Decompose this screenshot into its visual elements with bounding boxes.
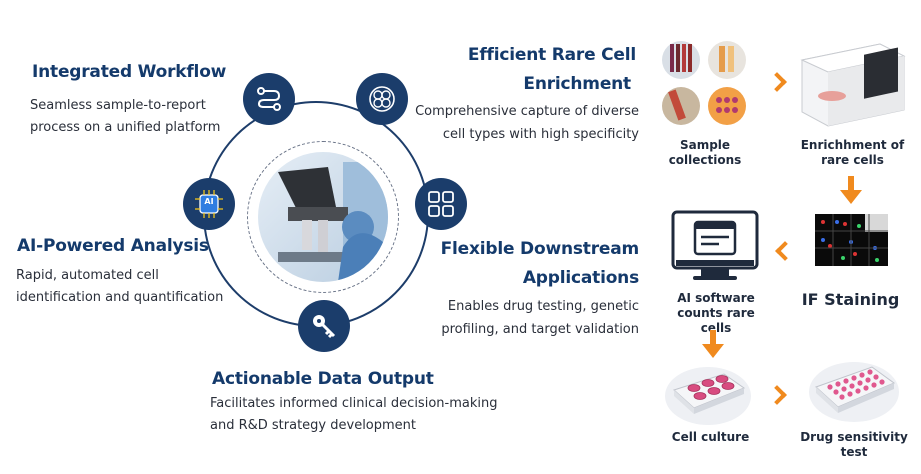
grid-apps-icon bbox=[428, 191, 454, 217]
ai-analysis-desc-2: identification and quantification bbox=[16, 290, 224, 305]
if-staining-image bbox=[815, 214, 888, 266]
ai-analysis-desc-1: Rapid, automated cell bbox=[16, 268, 159, 283]
integrated-workflow-desc-1: Seamless sample-to-report bbox=[30, 98, 206, 113]
cell-icon-node bbox=[356, 73, 408, 125]
enrichment-desc-2: cell types with high specificity bbox=[442, 127, 639, 142]
cell-cluster-icon bbox=[369, 86, 395, 112]
arrow-down-1 bbox=[840, 176, 862, 204]
data-output-desc-2: and R&D strategy development bbox=[210, 418, 417, 433]
workflow-path-icon bbox=[257, 87, 281, 111]
arrow-down-2 bbox=[702, 330, 724, 358]
ai-software-label: AI software counts rare cells bbox=[660, 291, 772, 336]
apps-icon-node bbox=[415, 178, 467, 230]
cell-culture-label: Cell culture bbox=[671, 430, 750, 444]
microscope-photo bbox=[258, 152, 388, 282]
key-icon-node bbox=[298, 300, 350, 352]
workflow-icon-node bbox=[243, 73, 295, 125]
drug-label-line2: test bbox=[840, 445, 868, 459]
cell-culture-plate-image bbox=[664, 362, 752, 426]
ai-software-line1: AI software bbox=[677, 291, 755, 305]
enrichment-title-2: Enrichment bbox=[523, 74, 631, 94]
enrich-label-line1: Enrichhment of bbox=[800, 138, 905, 152]
data-output-desc-1: Facilitates informed clinical decision-m… bbox=[210, 396, 498, 411]
ai-chip-label: AI bbox=[204, 197, 214, 206]
if-staining-label: IF Staining bbox=[801, 290, 900, 309]
integrated-workflow-desc-2: process on a unified platform bbox=[30, 120, 221, 135]
arrow-right-1 bbox=[767, 72, 787, 92]
enrichment-label: Enrichhment of rare cells bbox=[800, 138, 905, 168]
enrichment-title-1: Efficient Rare Cell bbox=[467, 45, 636, 65]
arrow-left bbox=[775, 241, 795, 261]
downstream-desc-2: profiling, and target validation bbox=[441, 322, 639, 337]
downstream-desc-1: Enables drug testing, genetic bbox=[447, 299, 639, 314]
sample-collections-image bbox=[661, 38, 749, 130]
drug-sensitivity-plate-image bbox=[808, 357, 900, 423]
ai-software-line2: counts rare cells bbox=[677, 306, 755, 335]
key-icon bbox=[313, 315, 336, 339]
ai-software-monitor bbox=[671, 210, 759, 286]
center-dashed-ring bbox=[247, 141, 399, 293]
sample-collections-label: Sample collections bbox=[660, 138, 750, 168]
sample-label-line2: collections bbox=[668, 153, 742, 167]
sample-label-line1: Sample bbox=[679, 138, 731, 152]
enrichment-machine-image bbox=[792, 38, 910, 128]
arrow-right-2 bbox=[767, 385, 787, 405]
ai-analysis-title: AI-Powered Analysis bbox=[17, 236, 209, 256]
enrich-label-line2: rare cells bbox=[821, 153, 884, 167]
integrated-workflow-title: Integrated Workflow bbox=[32, 62, 227, 82]
ai-icon-node: AI bbox=[183, 178, 235, 230]
data-output-title: Actionable Data Output bbox=[212, 369, 434, 389]
downstream-title-1: Flexible Downstream bbox=[440, 239, 640, 259]
ai-chip-icon bbox=[195, 190, 223, 218]
enrichment-desc-1: Comprehensive capture of diverse bbox=[415, 104, 639, 119]
drug-sensitivity-label: Drug sensitivity test bbox=[800, 430, 908, 460]
downstream-title-2: Applications bbox=[522, 268, 639, 288]
drug-label-line1: Drug sensitivity bbox=[800, 430, 908, 444]
